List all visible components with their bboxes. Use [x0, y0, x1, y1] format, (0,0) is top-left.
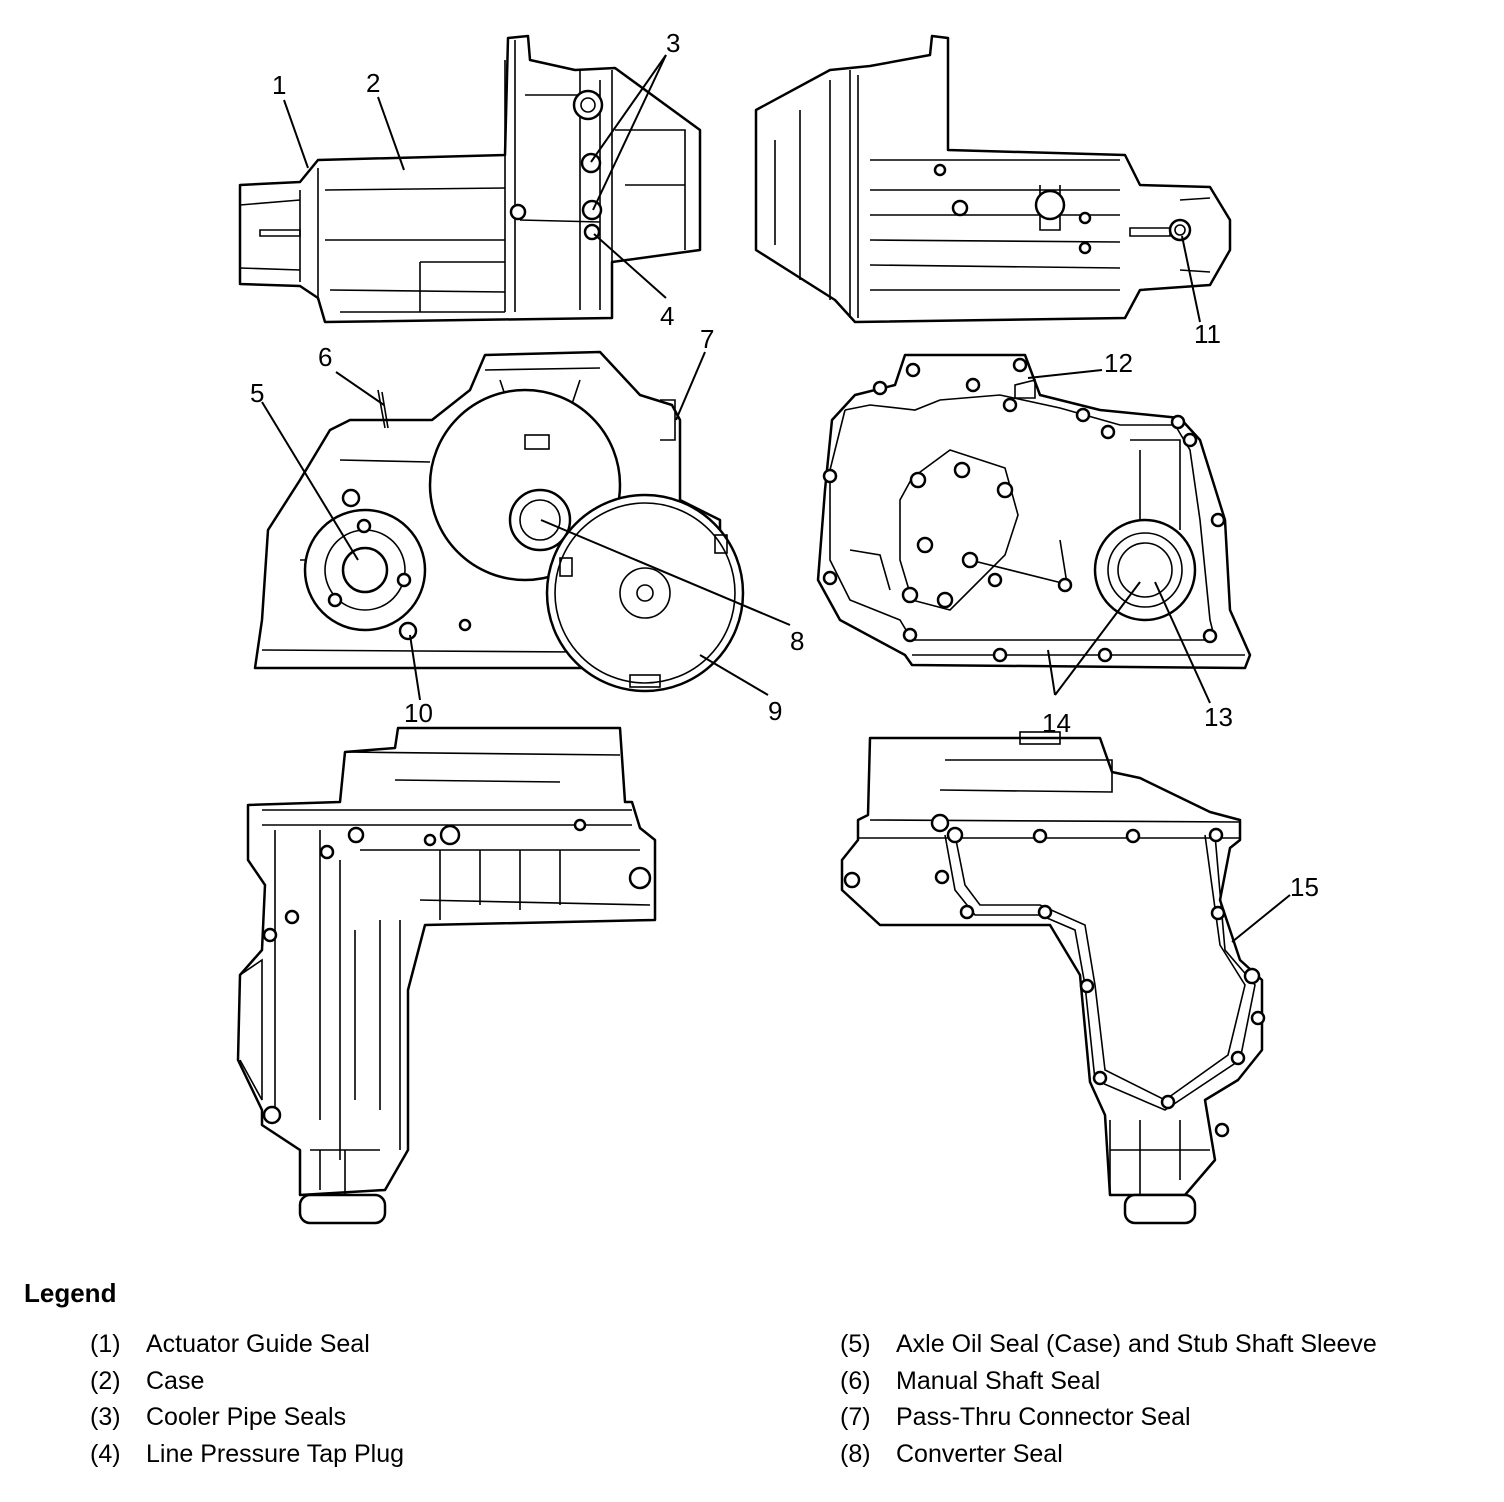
leader-lines — [261, 54, 1291, 943]
legend-item-number: (8) — [840, 1439, 871, 1468]
callout-numbers: 1 2 3 4 5 6 7 8 9 10 11 12 13 14 15 — [250, 28, 1319, 902]
transmission-seal-diagram: 1 2 3 4 5 6 7 8 9 10 11 12 13 14 15 — [236, 28, 1319, 1225]
legend-item: (8) Converter Seal — [840, 1440, 1377, 1477]
legend-item: (1) Actuator Guide Seal — [90, 1330, 404, 1367]
legend-item-label: Manual Shaft Seal — [896, 1366, 1101, 1395]
view-left-end — [253, 350, 722, 670]
legend-item: (2) Case — [90, 1367, 404, 1404]
legend-column-left: (1) Actuator Guide Seal (2) Case (3) Cooler… — [90, 1330, 404, 1476]
legend-item: (6) Manual Shaft Seal — [840, 1367, 1377, 1404]
legend-item: (3) Cooler Pipe Seals — [90, 1403, 404, 1440]
callout-6: 6 — [318, 342, 332, 372]
legend-item-number: (7) — [840, 1403, 871, 1431]
legend-item: (5) Axle Oil Seal (Case) and Stub Shaft S… — [840, 1330, 1377, 1367]
legend-item-label: Axle Oil Seal (Case) and Stub Shaft Slee… — [896, 1330, 1377, 1358]
legend-item: (7) Pass-Thru Connector Seal — [840, 1403, 1377, 1440]
callout-5: 5 — [250, 378, 264, 408]
view-right-side — [754, 34, 1232, 324]
callout-13: 13 — [1204, 702, 1233, 732]
legend-item-label: Pass-Thru Connector Seal — [896, 1403, 1191, 1431]
callout-1: 1 — [272, 70, 286, 100]
legend-item-number: (2) — [90, 1366, 121, 1395]
legend-column-right: (5) Axle Oil Seal (Case) and Stub Shaft S… — [840, 1330, 1377, 1476]
legend-item-label: Line Pressure Tap Plug — [146, 1439, 405, 1468]
callout-14: 14 — [1042, 708, 1071, 738]
callout-12: 12 — [1104, 348, 1133, 378]
callout-2: 2 — [366, 68, 380, 98]
legend-item-label: Cooler Pipe Seals — [146, 1403, 347, 1431]
callout-11: 11 — [1194, 319, 1221, 349]
legend-item: (4) Line Pressure Tap Plug — [90, 1440, 404, 1477]
callout-4: 4 — [660, 301, 674, 331]
legend-item-label: Converter Seal — [896, 1439, 1063, 1468]
legend-item-number: (5) — [840, 1330, 871, 1358]
legend-item-label: Actuator Guide Seal — [146, 1330, 370, 1358]
callout-3: 3 — [666, 28, 680, 58]
legend-item-number: (6) — [840, 1366, 871, 1395]
callout-15: 15 — [1290, 872, 1319, 902]
callout-9: 9 — [768, 696, 782, 726]
view-left-side — [238, 34, 702, 324]
legend-title: Legend — [24, 1278, 117, 1308]
legend-item-label: Case — [146, 1366, 205, 1395]
callout-10: 10 — [404, 698, 433, 728]
legend-item-number: (3) — [90, 1403, 121, 1431]
legend-item-number: (4) — [90, 1439, 121, 1468]
view-bottom-left — [236, 726, 657, 1225]
view-right-end — [816, 353, 1252, 670]
legend-item-number: (1) — [90, 1330, 121, 1358]
view-bottom-right — [840, 731, 1266, 1225]
callout-7: 7 — [700, 324, 714, 354]
callout-8: 8 — [790, 626, 804, 656]
